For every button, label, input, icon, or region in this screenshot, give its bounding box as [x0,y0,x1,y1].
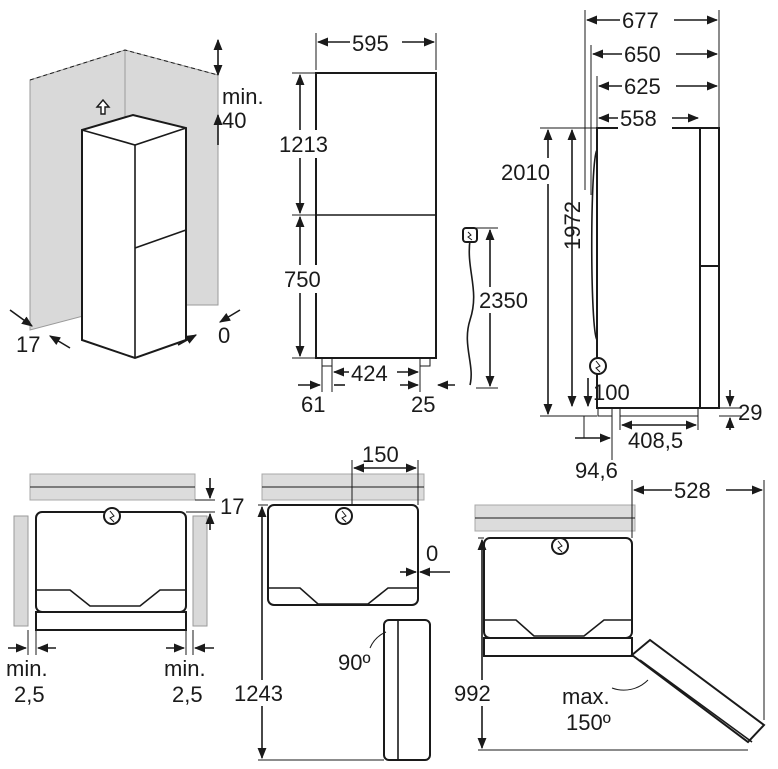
top-view-door-90: 150 0 1243 90º [232,442,450,761]
top1-wall-gap: 17 [220,494,244,519]
cable-length: 2350 [479,288,528,313]
front-feet-span: 424 [351,361,388,386]
top1-right-value: 2,5 [172,682,203,707]
fridge-body-corner [81,113,187,360]
front-lower-height: 750 [284,267,321,292]
fridge-top-2 [267,504,419,606]
side-total-height: 2010 [501,160,550,185]
power-cable: 2350 [462,227,542,389]
side-front-foot: 94,6 [575,458,618,483]
side-cabinet-right [192,515,208,627]
side-plug-height: 100 [593,380,630,405]
top2-width: 150 [362,442,399,467]
side-depth-677: 677 [622,8,659,33]
side-foot-depth: 408,5 [628,428,683,453]
power-plug-icon [103,507,121,525]
top3-depth: 992 [454,681,491,706]
corner-view: min. 40 17 0 [9,38,264,360]
top3-max: max. [562,684,610,709]
top2-side-gap: 0 [426,541,438,566]
front-right-offset: 25 [411,392,435,417]
top2-depth: 1243 [234,681,283,706]
top1-left-min: min. [6,656,48,681]
power-plug-icon [551,537,569,555]
top3-angle: 150º [566,710,611,735]
top-view-clearance: 17 min. 2,5 min. 2,5 [6,473,244,707]
front-view: 595 1213 750 424 61 25 [278,30,455,417]
front-upper-height: 1213 [279,132,328,157]
power-plug-icon [462,227,478,243]
front-width: 595 [352,31,389,56]
side-depth-650: 650 [624,42,661,67]
side-body-height: 1972 [560,201,585,250]
side-cabinet-left [13,515,29,627]
fridge-side [596,127,720,409]
side-depth-558: 558 [620,106,657,131]
top3-width: 528 [674,478,711,503]
power-plug-icon [589,357,607,375]
corner-rear-gap: 0 [218,323,230,348]
corner-min-label: min. [222,84,264,109]
power-plug-icon [335,507,353,525]
corner-min-value: 40 [222,108,246,133]
top-view-door-150: 528 992 max. 150º [452,478,766,751]
side-view: 677 650 625 558 2010 1972 100 94,6 408, [500,8,762,483]
corner-side-gap: 17 [16,332,40,357]
side-rear-foot: 29 [738,400,762,425]
door-open-90 [383,619,431,761]
top1-right-min: min. [164,656,206,681]
side-depth-625: 625 [624,74,661,99]
up-arrow-icon [95,98,111,115]
door-open-150 [630,638,766,744]
top2-angle: 90º [338,650,371,675]
fridge-top-1 [35,511,187,613]
top1-left-value: 2,5 [14,682,45,707]
front-left-offset: 61 [301,392,325,417]
